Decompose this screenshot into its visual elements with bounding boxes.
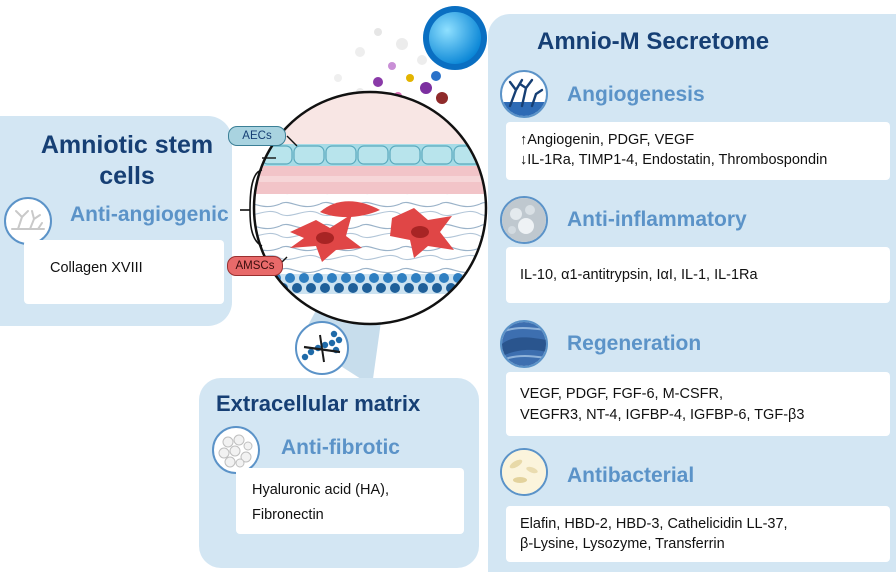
aecs-tag: AECs	[228, 126, 286, 146]
extracellular-matrix-title: Extracellular matrix	[216, 391, 421, 416]
list-item: Fibronectin	[252, 507, 324, 523]
list-item: ↑Angiogenin, PDGF, VEGF	[520, 132, 695, 148]
title-line-1: Amniotic stem	[40, 131, 214, 159]
membrane-outline	[252, 90, 488, 326]
cells-icon	[212, 426, 260, 474]
list-item: Elafin, HBD-2, HBD-3, Cathelicidin LL-37…	[520, 516, 788, 532]
amniotic-stem-cells-title: Amniotic stem cells	[32, 130, 222, 192]
title-line-2: cells	[99, 162, 155, 190]
regeneration-list: VEGF, PDGF, FGF-6, M-CSFR, VEGFR3, NT-4,…	[506, 372, 890, 436]
amnio-m-secretome-title: Amnio-M Secretome	[537, 28, 770, 55]
antibacterial-list: Elafin, HBD-2, HBD-3, Cathelicidin LL-37…	[506, 506, 890, 562]
anti-inflammatory-subtitle: Anti-inflammatory	[567, 208, 747, 231]
list-item: β-Lysine, Lysozyme, Transferrin	[520, 536, 725, 552]
anti-angiogenic-list: Collagen XVIII	[24, 240, 224, 304]
list-item: Collagen XVIII	[50, 260, 143, 276]
antibacterial-subtitle: Antibacterial	[567, 464, 695, 487]
amscs-tag: AMSCs	[227, 256, 283, 276]
bacteria-icon	[500, 448, 548, 496]
anti-angiogenic-subtitle: Anti-angiogenic	[70, 203, 229, 226]
anti-inflammatory-list: IL-10, α1-antitrypsin, IαI, IL-1, IL-1Ra	[506, 247, 890, 303]
list-item: Hyaluronic acid (HA),	[252, 482, 389, 498]
molecule-icon-illustration	[295, 321, 349, 375]
anti-fibrotic-subtitle: Anti-fibrotic	[281, 436, 400, 459]
anti-fibrotic-list: Hyaluronic acid (HA), Fibronectin	[236, 468, 464, 534]
branch-icon	[500, 70, 548, 118]
angiogenesis-subtitle: Angiogenesis	[567, 83, 705, 106]
list-item: VEGFR3, NT-4, IGFBP-4, IGFBP-6, TGF-β3	[520, 407, 805, 423]
list-item: IL-10, α1-antitrypsin, IαI, IL-1, IL-1Ra	[520, 267, 758, 283]
list-item: ↓IL-1Ra, TIMP1-4, Endostatin, Thrombospo…	[520, 152, 828, 168]
tissue-icon	[500, 320, 548, 368]
regeneration-subtitle: Regeneration	[567, 332, 702, 355]
angiogenesis-list: ↑Angiogenin, PDGF, VEGF ↓IL-1Ra, TIMP1-4…	[506, 122, 890, 180]
cells-icon	[500, 196, 548, 244]
branch-icon	[4, 197, 52, 245]
list-item: VEGF, PDGF, FGF-6, M-CSFR,	[520, 386, 724, 402]
